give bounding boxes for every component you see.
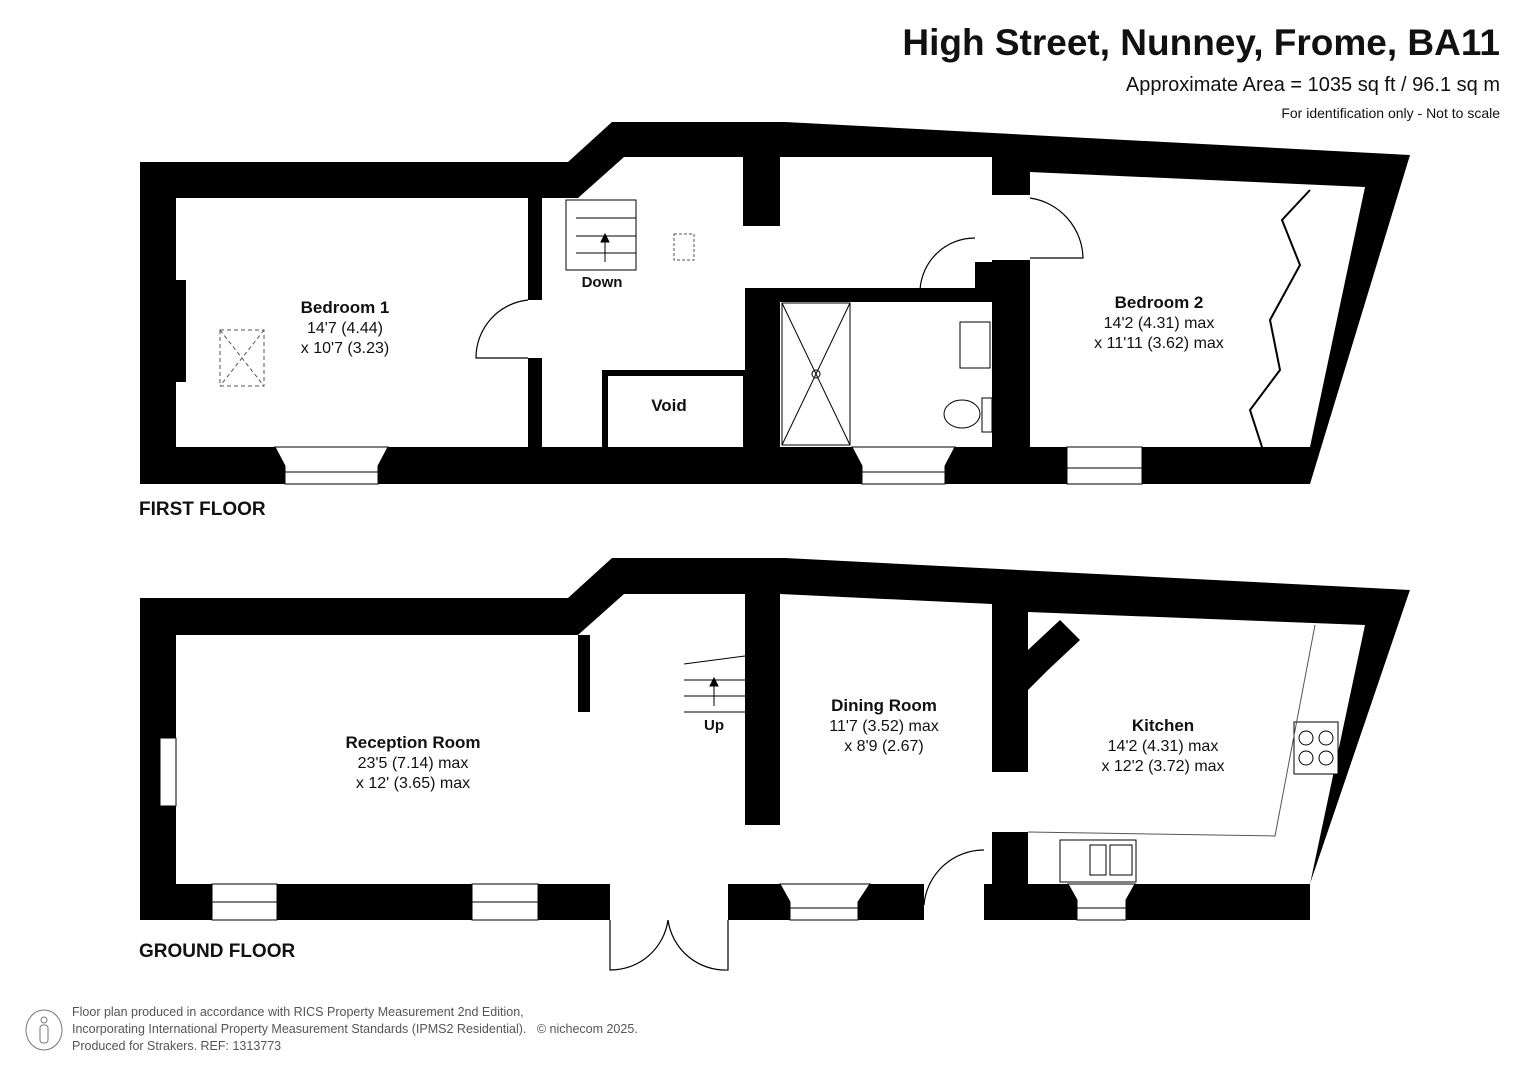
bedroom1-dim2: x 10'7 (3.23) xyxy=(301,340,389,357)
stairs-down xyxy=(565,199,637,271)
stairs-up-label: Up xyxy=(704,717,724,734)
shower xyxy=(781,302,851,446)
reception-name: Reception Room xyxy=(345,733,480,752)
bedroom1-dim1: 14'7 (4.44) xyxy=(307,320,383,337)
ground-floor-plan: Up Reception Room 23'5 (7.14) max x 12' … xyxy=(139,558,1420,971)
first-floor-plan: Down Bedroom 1 14'7 (4.44) x 10'7 (3.23)… xyxy=(139,122,1410,520)
hob xyxy=(1293,721,1339,775)
void-label: Void xyxy=(651,396,687,415)
kitchen-dim2: x 12'2 (3.72) max xyxy=(1101,758,1224,775)
dining-dim2: x 8'9 (2.67) xyxy=(844,738,924,755)
reception-dim1: 23'5 (7.14) max xyxy=(358,755,469,772)
ground-floor-label: GROUND FLOOR xyxy=(139,941,295,962)
basin xyxy=(959,321,991,369)
person-logo-icon xyxy=(25,1009,63,1051)
stairs-up xyxy=(683,655,746,713)
copyright: © nichecom 2025. xyxy=(536,1022,638,1036)
bedroom2-dim2: x 11'11 (3.62) max xyxy=(1094,335,1224,352)
first-floor-label: FIRST FLOOR xyxy=(139,499,266,520)
stairs-down-label: Down xyxy=(582,274,623,291)
sink xyxy=(1059,839,1137,883)
footer-line1: Floor plan produced in accordance with R… xyxy=(72,1005,524,1019)
dining-kitchen-area xyxy=(780,594,1365,884)
approximate-area: Approximate Area = 1035 sq ft / 96.1 sq … xyxy=(1125,74,1500,96)
bedroom2-area xyxy=(1030,172,1365,447)
dining-name: Dining Room xyxy=(831,696,937,715)
bedroom1-area xyxy=(176,198,528,447)
scale-note: For identification only - Not to scale xyxy=(1281,105,1500,121)
void-area xyxy=(608,376,743,447)
toilet xyxy=(943,399,981,429)
bedroom2-dim1: 14'2 (4.31) max xyxy=(1104,315,1215,332)
bedroom2-name: Bedroom 2 xyxy=(1115,293,1204,312)
reception-dim2: x 12' (3.65) max xyxy=(356,775,470,792)
kitchen-dim1: 14'2 (4.31) max xyxy=(1108,738,1219,755)
ground-floor-windows xyxy=(211,883,1136,921)
kitchen-name: Kitchen xyxy=(1132,716,1194,735)
footer: Floor plan produced in accordance with R… xyxy=(72,1004,638,1055)
doors xyxy=(609,849,985,971)
footer-line2: Incorporating International Property Mea… xyxy=(72,1022,527,1036)
bedroom1-name: Bedroom 1 xyxy=(301,298,390,317)
property-title: High Street, Nunney, Frome, BA11 xyxy=(902,22,1500,63)
dining-dim1: 11'7 (3.52) max xyxy=(829,718,938,735)
first-floor-windows xyxy=(274,446,1143,485)
footer-line3: Produced for Strakers. REF: 1313773 xyxy=(72,1039,282,1053)
